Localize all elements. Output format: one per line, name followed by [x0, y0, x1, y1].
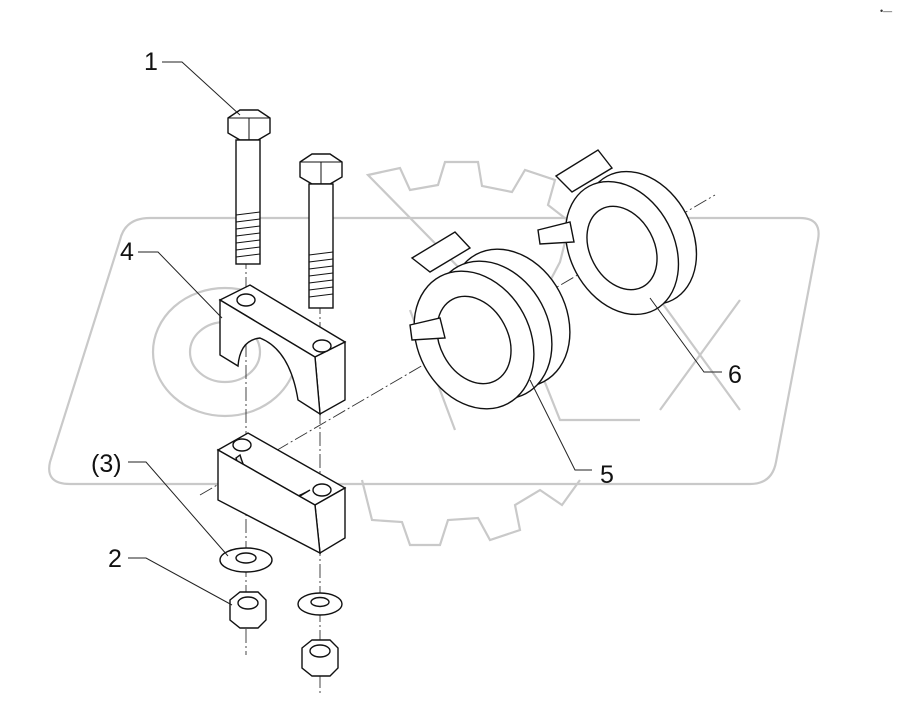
leader-lines — [128, 61, 722, 606]
ring6-lower-tab — [537, 221, 575, 245]
ring-clamp-5 — [409, 231, 571, 410]
washer-right-inner — [310, 596, 330, 608]
upper-clamp-block — [218, 284, 347, 416]
ring5-bore — [436, 295, 512, 385]
bolt-left-shank — [235, 139, 261, 265]
washer-left-inner — [235, 552, 257, 564]
lower-clamp-hole-right — [312, 483, 332, 497]
callout-5: 5 — [600, 461, 614, 489]
ring-clamp-6 — [537, 149, 698, 316]
upper-clamp-hole-left — [236, 293, 256, 307]
lower-clamp-hole-left — [232, 438, 252, 452]
nut-right — [301, 639, 339, 677]
nut-right-hole — [309, 644, 331, 658]
callout-4: 4 — [120, 238, 134, 266]
leader-3 — [128, 461, 229, 557]
ring5-lower-tab — [409, 317, 446, 341]
ring5-tab — [410, 231, 472, 273]
bolt-right — [299, 153, 343, 309]
lower-clamp-block — [216, 432, 347, 555]
callout-6: 6 — [728, 361, 742, 389]
nut-left-hole — [237, 596, 259, 610]
callouts: 1 4 (3) 2 5 6 •— — [91, 6, 892, 573]
ring6-tab — [554, 149, 614, 193]
watermark-gear-bottom — [360, 479, 581, 547]
upper-clamp-hole-right — [312, 339, 332, 353]
washer-left — [219, 547, 273, 573]
ring6-bore — [586, 205, 658, 291]
callout-3: (3) — [91, 450, 122, 478]
bolt-left — [227, 109, 271, 265]
leader-5 — [529, 379, 592, 471]
upper-clamp-front-face — [219, 298, 321, 416]
leader-1 — [162, 61, 241, 116]
leader-2 — [128, 557, 233, 606]
lower-clamp-front-face — [217, 448, 321, 555]
nut-left — [229, 591, 267, 629]
callout-1: 1 — [144, 48, 158, 76]
leader-6 — [649, 297, 722, 373]
watermark-box — [48, 216, 820, 486]
leader-4 — [138, 251, 223, 319]
washer-right — [297, 592, 343, 616]
callout-2: 2 — [108, 545, 122, 573]
corner-mark: •— — [880, 6, 892, 16]
